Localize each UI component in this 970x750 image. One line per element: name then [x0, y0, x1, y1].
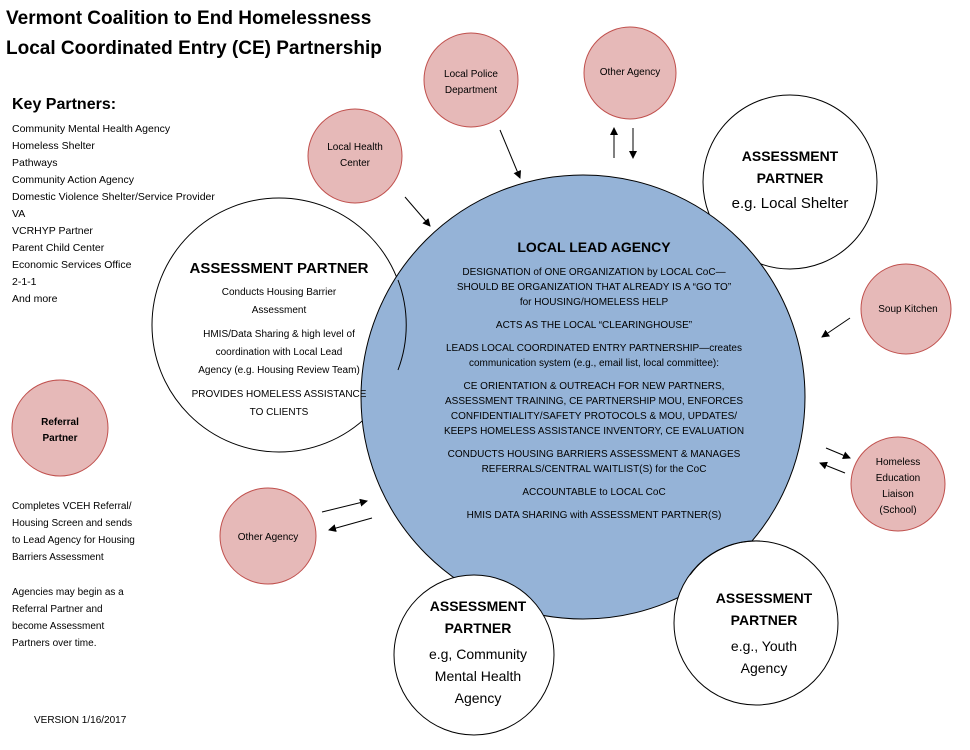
arrow-police-to-lead: [499, 129, 521, 179]
arrow-liaison-to-lead: [819, 461, 846, 474]
lead-paragraph-accountable: ACCOUNTABLE to LOCAL CoC: [522, 487, 666, 498]
assessment-mental-label: ASSESSMENT PARTNER e.g, Community Mental…: [428, 598, 528, 706]
referral-partner-label: Referral Partner: [41, 417, 79, 444]
arrow-lead-to-liaison: [825, 447, 851, 459]
local-police-circle: [423, 32, 519, 128]
lead-agency-title: LOCAL LEAD AGENCY: [517, 239, 671, 255]
assessment-shelter-label: ASSESSMENT PARTNER e.g. Local Shelter: [731, 148, 849, 212]
lead-paragraph-orientation: CE ORIENTATION & OUTREACH FOR NEW PARTNE…: [443, 381, 745, 437]
assessment-mental-circle: [393, 574, 555, 736]
soup-kitchen-circle: [860, 263, 952, 355]
assessment-youth-overlap-outline: [689, 540, 761, 576]
key-partner-item: VA: [12, 208, 26, 220]
key-partner-item: Community Mental Health Agency: [12, 123, 171, 135]
key-partner-item: Economic Services Office: [12, 259, 132, 271]
referral-partner-description: Completes VCEH Referral/ Housing Screen …: [12, 501, 135, 563]
other-agency-left-label: Other Agency: [237, 532, 299, 543]
version-label: VERSION 1/16/2017: [34, 715, 127, 726]
other-agency-top-circle: [583, 26, 677, 120]
key-partners-list: Community Mental Health Agency Homeless …: [12, 121, 215, 308]
soup-kitchen-label: Soup Kitchen: [878, 304, 938, 315]
lead-paragraph-clearinghouse: ACTS AS THE LOCAL “CLEARINGHOUSE”: [495, 320, 693, 331]
referral-partner-circle: [11, 379, 109, 477]
homeless-liaison-circle: [850, 436, 946, 532]
assessment-partner-main-title: ASSESSMENT PARTNER: [189, 260, 369, 277]
local-health-circle: [307, 108, 403, 204]
title-line-1: Vermont Coalition to End Homelessness: [6, 8, 372, 29]
referral-partner-note: Agencies may begin as a Referral Partner…: [12, 587, 124, 649]
lead-paragraph-leads: LEADS LOCAL COORDINATED ENTRY PARTNERSHI…: [445, 343, 742, 369]
key-partner-item: Pathways: [12, 157, 58, 169]
assessment-partner-main-label: ASSESSMENT PARTNER Conducts Housing Barr…: [164, 258, 394, 422]
key-partner-item: Domestic Violence Shelter/Service Provid…: [12, 191, 215, 203]
title-line-2: Local Coordinated Entry (CE) Partnership: [6, 38, 382, 59]
arrow-other-left-to-lead: [321, 498, 368, 513]
key-partner-item: 2-1-1: [12, 276, 37, 288]
key-partners-heading: Key Partners:: [12, 96, 117, 113]
lead-paragraph-designation: DESIGNATION of ONE ORGANIZATION by LOCAL…: [456, 267, 732, 308]
lead-paragraph-assessment: CONDUCTS HOUSING BARRIERS ASSESSMENT & M…: [447, 449, 741, 475]
lead-agency-text: LOCAL LEAD AGENCY DESIGNATION of ONE ORG…: [424, 240, 764, 531]
local-police-label: Local Police Department: [444, 69, 498, 96]
arrow-soup-to-lead: [821, 317, 851, 338]
other-agency-top-label: Other Agency: [599, 67, 661, 78]
key-partner-item: Community Action Agency: [12, 174, 134, 186]
key-partner-item: Parent Child Center: [12, 242, 105, 254]
assessment-main-overlap-outline: [397, 279, 407, 371]
key-partner-item: VCRHYP Partner: [12, 225, 93, 237]
homeless-liaison-label: Homeless Education Liaison (School): [875, 457, 921, 516]
assessment-youth-label: ASSESSMENT PARTNER e.g., Youth Agency: [715, 590, 813, 676]
other-agency-left-circle: [219, 487, 317, 585]
lead-agency-circle: [360, 174, 806, 620]
key-partner-item: And more: [12, 293, 58, 305]
arrow-lead-to-other-left: [328, 517, 373, 532]
key-partner-item: Homeless Shelter: [12, 140, 95, 152]
assessment-shelter-circle: [702, 94, 878, 270]
lead-paragraph-hmis: HMIS DATA SHARING with ASSESSMENT PARTNE…: [466, 510, 722, 521]
local-health-label: Local Health Center: [327, 142, 383, 169]
arrow-health-to-lead: [404, 196, 431, 227]
